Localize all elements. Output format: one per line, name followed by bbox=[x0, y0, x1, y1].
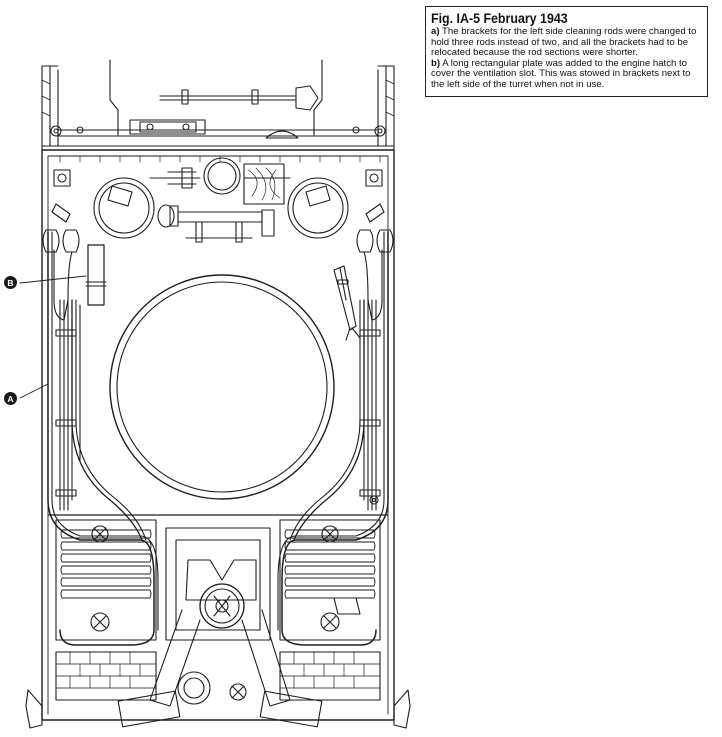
engine-hatch bbox=[165, 527, 271, 641]
note-a-marker: a) bbox=[431, 26, 440, 37]
figure-caption: Fig. IA-5 February 1943 a) The brackets … bbox=[425, 6, 708, 97]
front-extension-rails bbox=[41, 59, 395, 147]
left-tow-cable bbox=[42, 229, 159, 646]
engine-deck bbox=[47, 514, 389, 641]
wire-cutters bbox=[333, 265, 361, 341]
right-cleaning-rods bbox=[359, 299, 381, 511]
exhaust-pipes bbox=[117, 609, 323, 728]
left-curved-cable bbox=[71, 299, 147, 541]
callout-leaders bbox=[19, 275, 87, 399]
left-cleaning-rods bbox=[55, 299, 77, 511]
side-brackets bbox=[51, 169, 385, 505]
callout-b-badge: B bbox=[4, 276, 17, 289]
shovel-and-tools bbox=[129, 85, 319, 139]
fire-extinguisher-and-jack bbox=[157, 204, 275, 243]
hull-outline bbox=[25, 145, 411, 729]
note-b-text: A long rectangular plate was added to th… bbox=[431, 57, 691, 90]
rear-deck-grilles bbox=[55, 651, 381, 705]
wooden-block bbox=[243, 163, 285, 205]
driver-radio-hatches bbox=[93, 157, 349, 239]
note-b-marker: b) bbox=[431, 57, 441, 69]
turret-ring bbox=[109, 274, 335, 500]
note-a-text: The brackets for the left side cleaning … bbox=[431, 26, 697, 59]
callout-a-badge: A bbox=[4, 392, 17, 405]
right-curved-cable bbox=[289, 299, 365, 541]
caption-title: Fig. IA-5 February 1943 bbox=[431, 11, 568, 26]
hatch-cover-plate bbox=[79, 244, 107, 461]
caption-note-a: a) The brackets for the left side cleani… bbox=[431, 26, 701, 59]
caption-note-b: b) A long rectangular plate was added to… bbox=[431, 57, 701, 91]
